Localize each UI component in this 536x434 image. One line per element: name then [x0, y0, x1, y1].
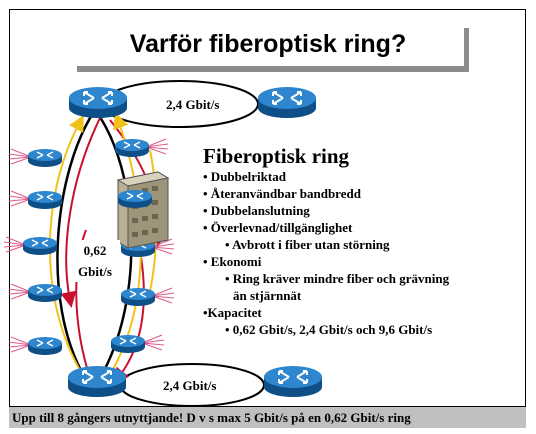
server-building-icon [116, 171, 170, 249]
sub-bullet-avbrott: • Avbrott i fiber utan störning [225, 237, 390, 252]
ring-router-left-5 [8, 336, 63, 356]
ring-router-left-2 [8, 190, 63, 210]
bullet-overlevnad: • Överlevnad/tillgänglighet [203, 220, 353, 235]
ring-router-left-3 [3, 236, 58, 256]
bullet-ateranvandbar-bandbredd: • Återanvändbar bandbredd [203, 186, 361, 201]
ring-router-right-5 [110, 334, 165, 354]
ring-router-right-2 [117, 189, 153, 209]
bottom-link-speed-label: 2,4 Gbit/s [163, 378, 217, 393]
router-icon-bottom-left [67, 365, 127, 398]
bullet-dubbelanslutning: • Dubbelanslutning [203, 203, 310, 218]
ring-speed-label: 0,62 Gbit/s [70, 240, 120, 282]
router-icon-top-right [257, 86, 317, 119]
ring-router-left-4 [8, 283, 63, 303]
description-heading: Fiberoptisk ring [203, 144, 350, 168]
bullet-dubbelriktad: • Dubbelriktad [203, 169, 286, 184]
router-icon-bottom-right [263, 365, 323, 398]
slide-title: Varför fiberoptisk ring? [72, 22, 464, 66]
ring-speed-value: 0,62 [83, 243, 107, 258]
router-icon-top-left [68, 86, 128, 119]
ring-speed-unit: Gbit/s [78, 264, 112, 279]
ring-router-right-1 [114, 138, 169, 158]
ring-router-right-4 [120, 287, 175, 307]
bullet-ekonomi: • Ekonomi [203, 254, 262, 269]
sub-bullet-ring-fiber: • Ring kräver mindre fiber och grävning [225, 271, 450, 286]
fiber-ring-description: Fiberoptisk ring • Dubbelriktad • Återan… [203, 144, 533, 338]
footer-note: Upp till 8 gångers utnyttjande! D v s ma… [9, 406, 526, 428]
ring-router-left-1 [8, 148, 63, 168]
bullet-kapacitet: •Kapacitet [203, 305, 262, 320]
sub-bullet-ring-fiber-cont: än stjärnnät [233, 288, 302, 303]
top-link-speed-label: 2,4 Gbit/s [166, 97, 220, 112]
sub-bullet-kapacitet-values: • 0,62 Gbit/s, 2,4 Gbit/s och 9,6 Gbit/s [225, 322, 433, 337]
